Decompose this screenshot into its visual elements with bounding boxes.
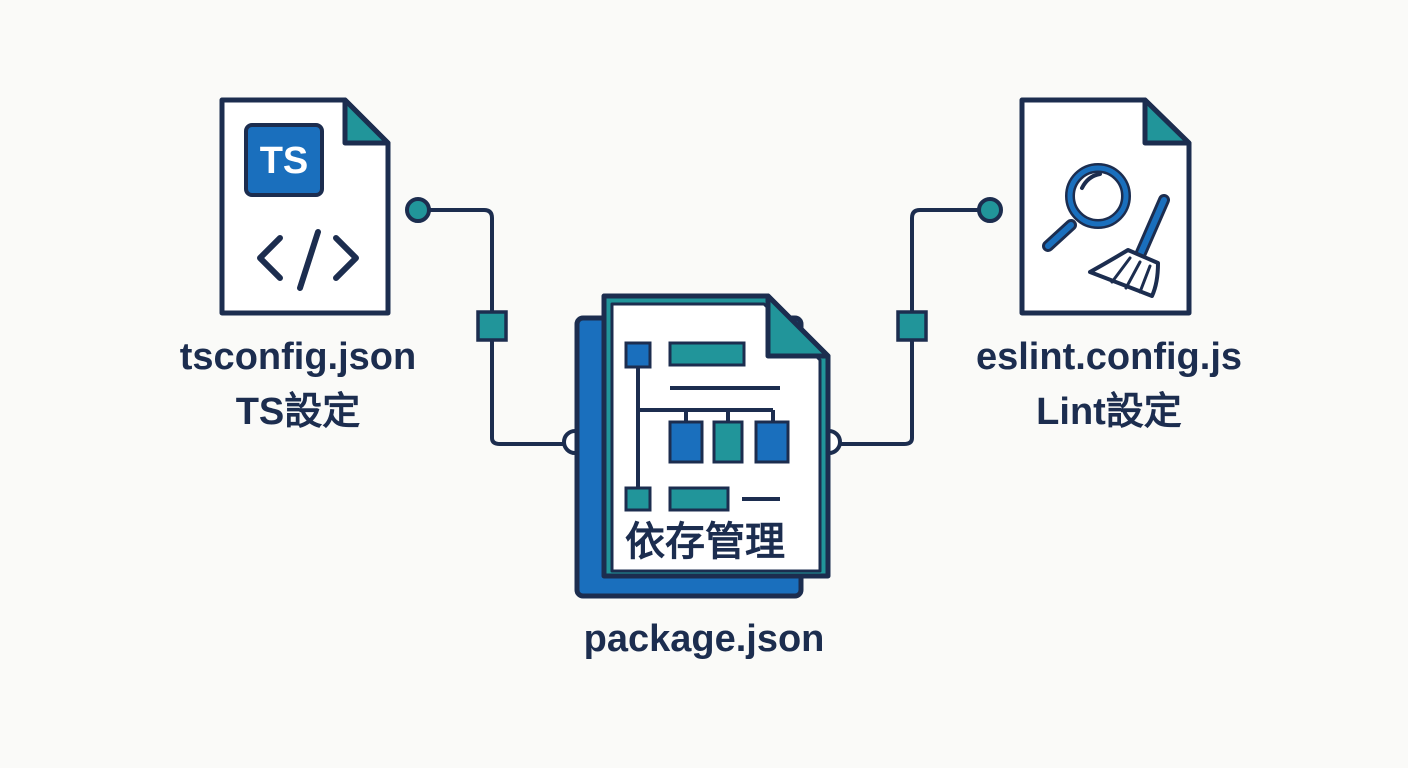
- magnifier-icon: [1042, 163, 1131, 252]
- connector-dot-eslint: [977, 197, 1003, 223]
- package-file-icon: [574, 293, 831, 599]
- ts-badge-label: TS: [259, 140, 309, 182]
- connector-square-tsconfig: [476, 310, 508, 342]
- package-filename: package.json: [583, 618, 825, 660]
- broom-icon: [1088, 194, 1170, 298]
- code-brackets-icon: [257, 229, 359, 291]
- dependency-tree-icon: [624, 341, 790, 512]
- eslint-file-icon: [1019, 97, 1192, 316]
- ts-badge: [244, 123, 324, 197]
- package-caption-inner: 依存管理: [625, 520, 785, 564]
- tsconfig-caption: TS設定: [235, 391, 361, 433]
- tsconfig-filename: tsconfig.json: [179, 336, 417, 378]
- eslint-caption: Lint設定: [1036, 391, 1182, 433]
- connector-dot-tsconfig: [405, 197, 431, 223]
- eslint-filename: eslint.config.js: [975, 336, 1243, 378]
- tsconfig-file-icon: [219, 97, 391, 316]
- connector-square-eslint: [896, 310, 928, 342]
